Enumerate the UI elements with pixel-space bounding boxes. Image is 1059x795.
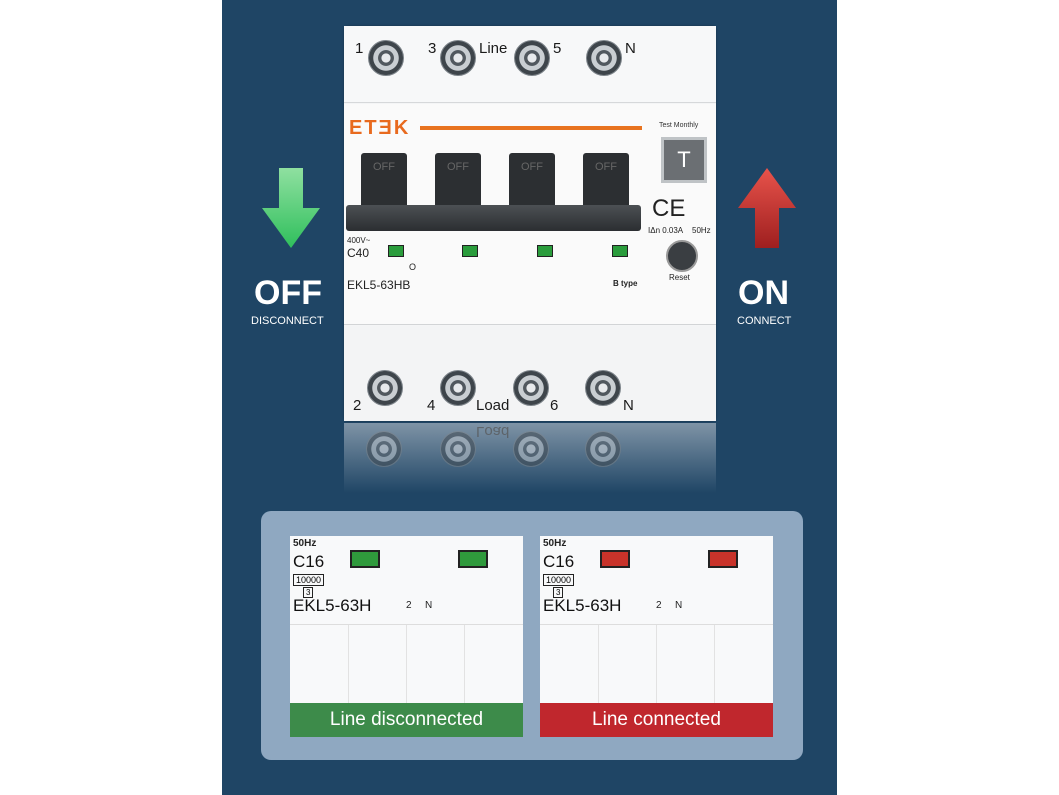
card-model: EKL5-63H <box>293 596 372 615</box>
card-terminal-2: 2 <box>656 600 662 611</box>
reset-label: Reset <box>669 273 690 282</box>
card-terminal-n: N <box>675 600 683 611</box>
on-label: ON <box>738 274 789 312</box>
off-symbol: O <box>409 262 417 272</box>
grid-line <box>714 625 715 708</box>
reflected-screw <box>366 431 402 467</box>
card-rating: C16 <box>293 552 325 571</box>
handle-pole-2[interactable]: OFF <box>435 153 481 211</box>
card-indicator-1 <box>600 550 630 568</box>
b-type-label: B type <box>613 279 638 288</box>
test-monthly-label: Test Monthly <box>659 122 699 129</box>
card-class: 3 <box>553 587 564 598</box>
terminal-screw-5 <box>514 40 550 76</box>
voltage-label: 400V~ <box>347 236 371 245</box>
status-indicator-2 <box>462 245 478 257</box>
card-hz: 50Hz <box>293 538 317 549</box>
terminal-label-n-bottom: N <box>623 397 634 414</box>
terminal-label-3: 3 <box>428 40 437 57</box>
card-grid <box>290 624 523 708</box>
line-disconnected-banner: Line disconnected <box>290 703 523 737</box>
line-connected-banner: Line connected <box>540 703 773 737</box>
card-indicator-1 <box>350 550 380 568</box>
breaker-reflection: Load <box>344 423 716 493</box>
status-indicator-1 <box>388 245 404 257</box>
brand-stripe <box>420 126 642 130</box>
terminal-screw-3 <box>440 40 476 76</box>
card-hz: 50Hz <box>543 538 567 549</box>
card-breaking-capacity: 10000 <box>543 574 575 586</box>
off-label: OFF <box>254 274 322 312</box>
grid-line <box>656 625 657 708</box>
reflected-screw <box>440 431 476 467</box>
terminal-screw-1 <box>368 40 404 76</box>
terminal-screw-n-bottom <box>585 370 621 406</box>
ce-mark: CE <box>652 195 686 222</box>
load-label: Load <box>476 397 510 414</box>
terminal-screw-4 <box>440 370 476 406</box>
reflected-screw <box>585 431 621 467</box>
card-class: 3 <box>303 587 314 598</box>
card-indicator-2 <box>458 550 488 568</box>
terminal-label-1: 1 <box>355 40 364 57</box>
grid-line <box>406 625 407 708</box>
model-label: EKL5-63HB <box>347 278 411 292</box>
card-terminal-2: 2 <box>406 600 412 611</box>
reset-button[interactable] <box>666 240 698 272</box>
terminal-label-2: 2 <box>353 397 362 414</box>
grid-line <box>348 625 349 708</box>
card-breaking-capacity: 10000 <box>293 574 325 586</box>
card-model: EKL5-63H <box>543 596 622 615</box>
reflected-screw <box>513 431 549 467</box>
ian-label: IΔn 0.03A <box>648 226 684 235</box>
terminal-label-5: 5 <box>553 40 562 57</box>
handle-pole-4[interactable]: OFF <box>583 153 629 211</box>
terminal-label-n: N <box>625 40 636 57</box>
terminal-label-4: 4 <box>427 397 436 414</box>
status-indicator-3 <box>537 245 553 257</box>
terminal-screw-n <box>586 40 622 76</box>
rating-label: C40 <box>347 246 370 260</box>
handle-pole-1[interactable]: OFF <box>361 153 407 211</box>
arrow-down-icon <box>262 168 320 248</box>
terminal-label-6: 6 <box>550 397 559 414</box>
test-button[interactable]: T <box>661 137 707 183</box>
card-grid <box>540 624 773 708</box>
handle-pole-3[interactable]: OFF <box>509 153 555 211</box>
toggle-bar[interactable] <box>346 205 641 231</box>
disconnect-label: DISCONNECT <box>251 315 324 327</box>
card-indicator-2 <box>708 550 738 568</box>
connect-label: CONNECT <box>737 315 792 327</box>
terminal-screw-6 <box>513 370 549 406</box>
line-label: Line <box>479 40 508 57</box>
arrow-up-icon <box>738 168 796 248</box>
card-disconnected: 50Hz C16 10000 3 EKL5-63H 2 N Line disco… <box>290 536 523 737</box>
brand-logo: ETƎK <box>349 117 411 139</box>
status-indicator-4 <box>612 245 628 257</box>
reflected-load-label: Load <box>476 423 510 440</box>
grid-line <box>598 625 599 708</box>
card-connected: 50Hz C16 10000 3 EKL5-63H 2 N Line conne… <box>540 536 773 737</box>
card-terminal-n: N <box>425 600 433 611</box>
card-rating: C16 <box>543 552 575 571</box>
grid-line <box>464 625 465 708</box>
freq-label: 50Hz <box>692 226 711 235</box>
terminal-screw-2 <box>367 370 403 406</box>
